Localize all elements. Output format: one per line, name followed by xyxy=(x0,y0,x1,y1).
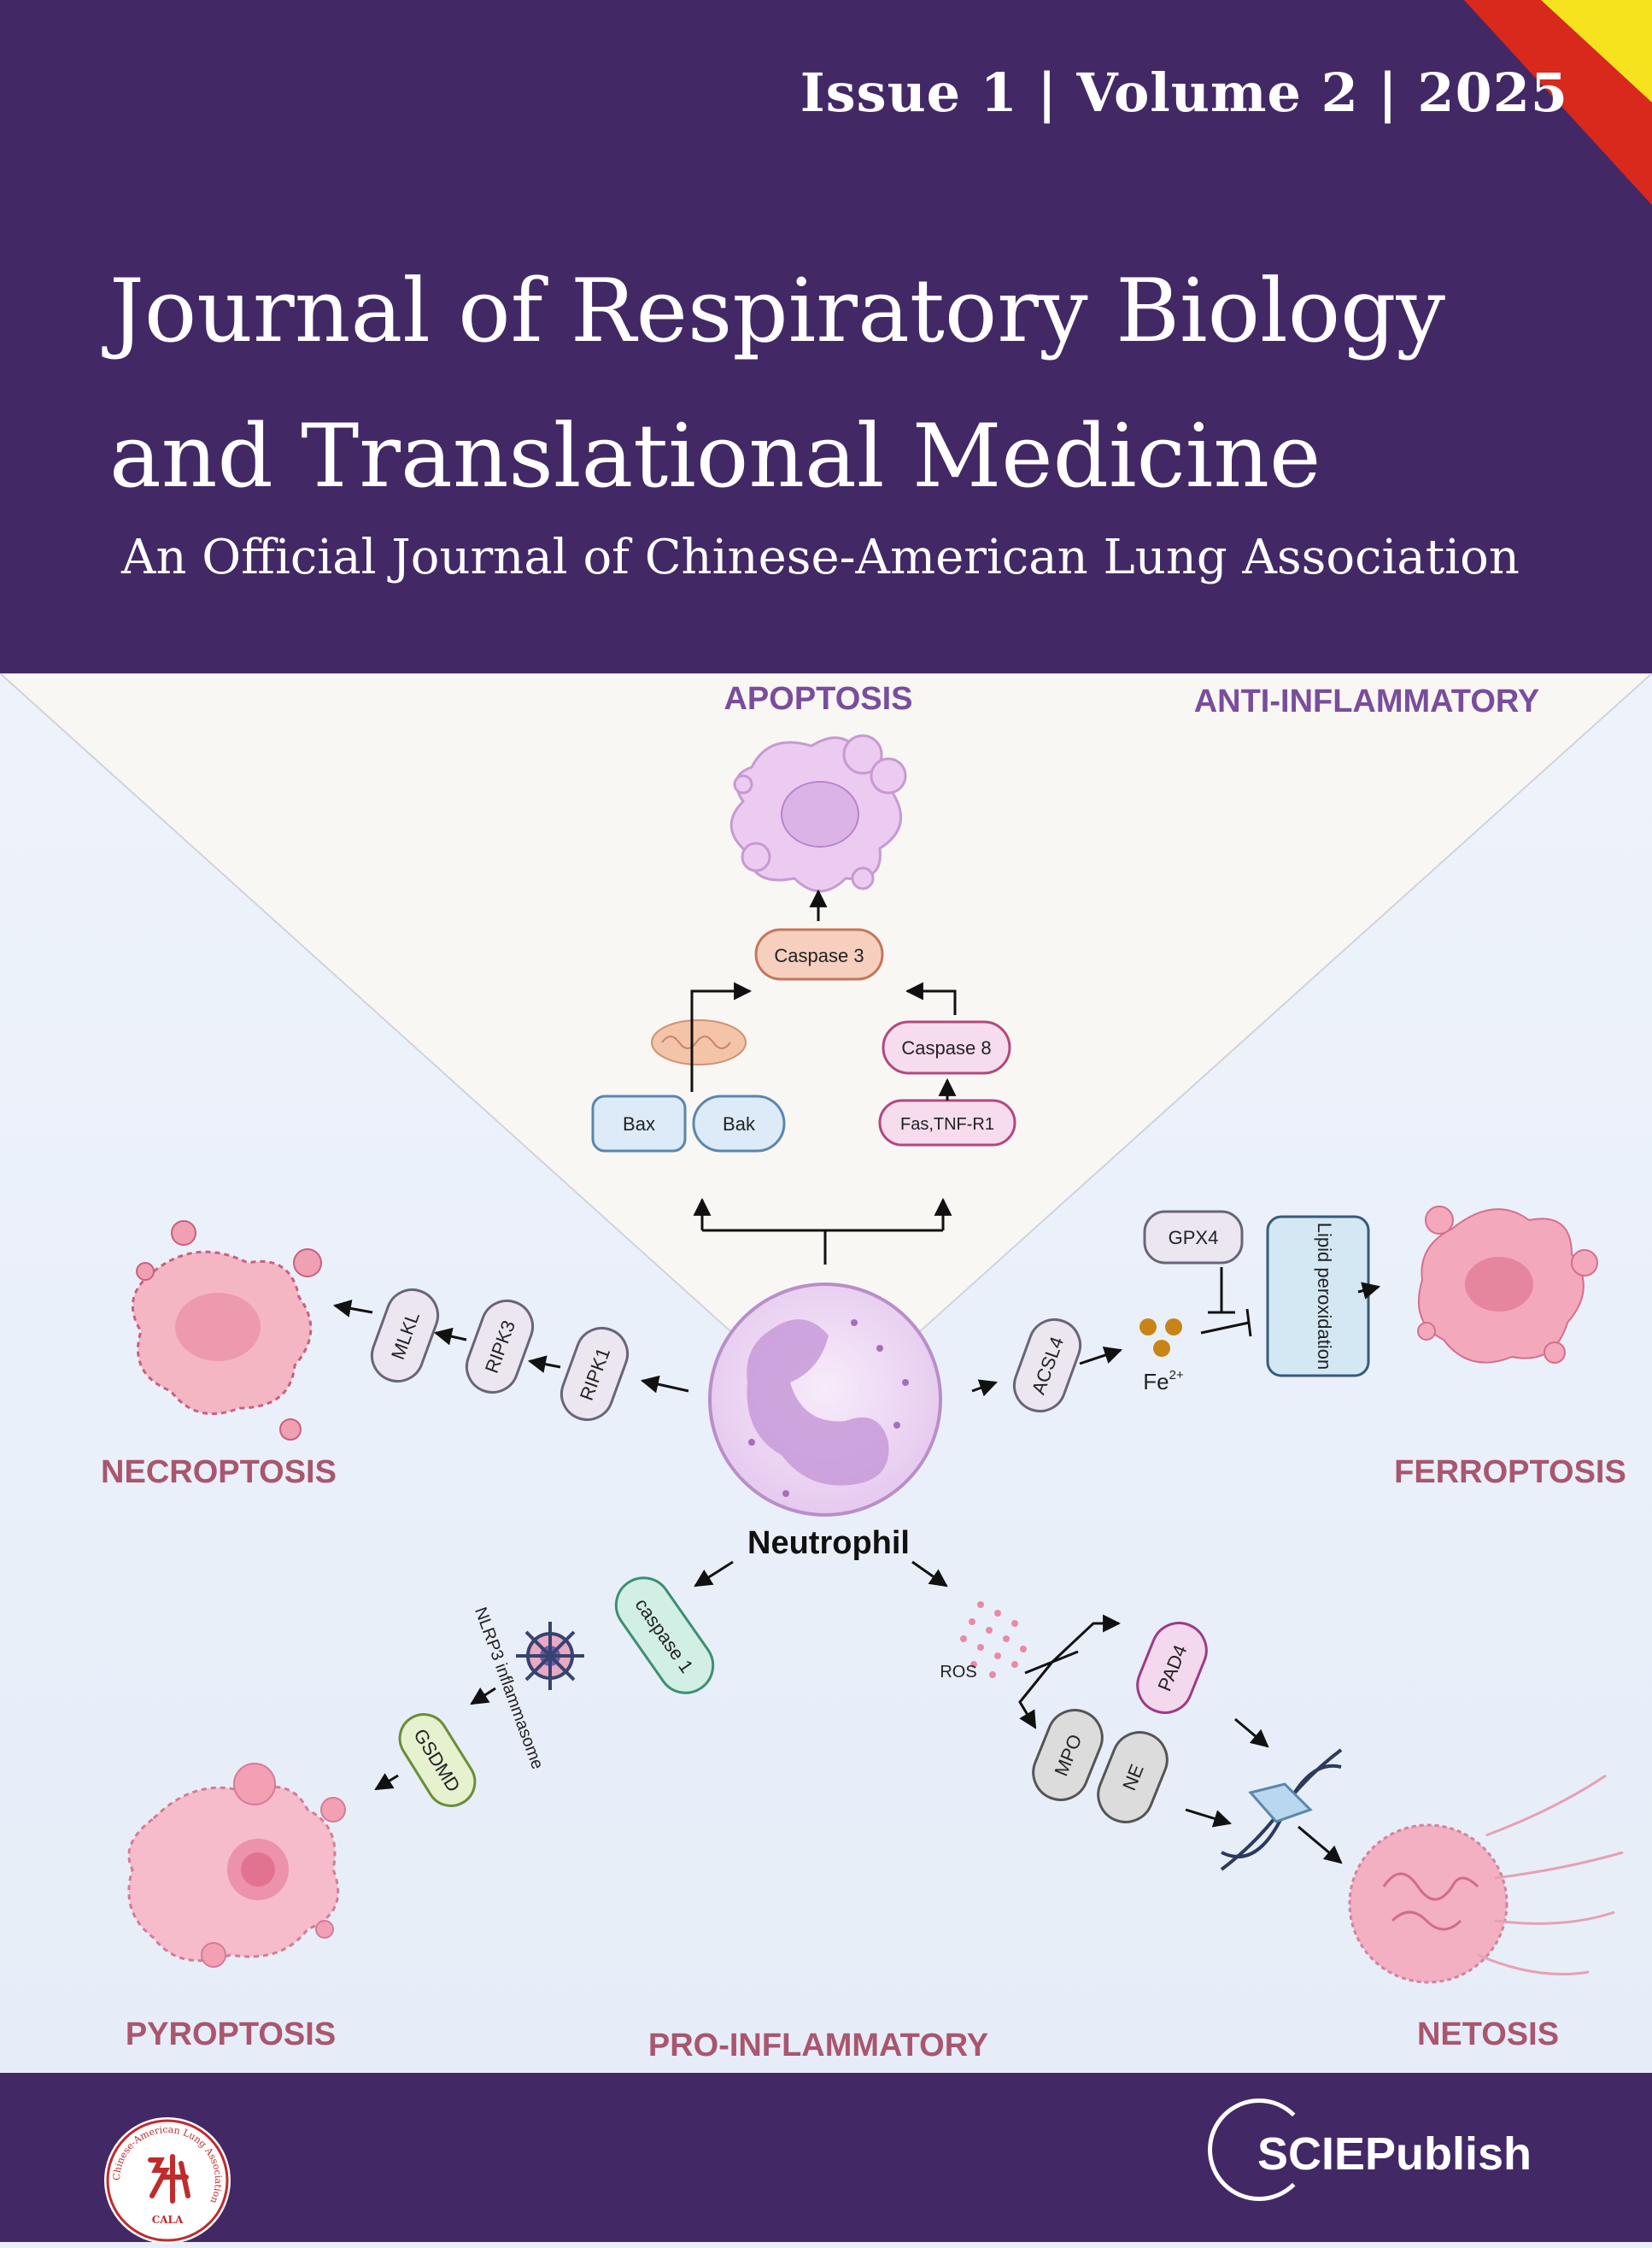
node-gpx4: GPX4 xyxy=(1143,1210,1244,1265)
node-fas-tnfr1: Fas,TNF-R1 xyxy=(878,1099,1016,1147)
neutrophil-label: Neutrophil xyxy=(747,1525,910,1561)
node-mlkl: MLKL xyxy=(370,1288,440,1382)
netotic-cell xyxy=(1348,1774,1624,1984)
label-apoptosis: APOPTOSIS xyxy=(723,681,912,717)
node-mpo: MPO xyxy=(1032,1709,1104,1801)
arrow-mlkl-to-necroptosis xyxy=(332,1300,373,1318)
cover-footer: Chinese-American Lung Association CALA S… xyxy=(0,2073,1652,2244)
node-bak-label: Bak xyxy=(723,1113,756,1135)
cover-header: Issue 1 | Volume 2 | 2025 Journal of Res… xyxy=(0,0,1652,673)
label-pyroptosis: PYROPTOSIS xyxy=(126,2016,336,2052)
node-bax: Bax xyxy=(591,1095,687,1153)
arrow-acsl4-to-iron xyxy=(1079,1347,1122,1365)
arrow-inflammasome-to-gsdmd xyxy=(470,1687,496,1705)
arrow-lipid-to-ferroptosis xyxy=(1357,1282,1381,1300)
iron-label-charge: 2+ xyxy=(1169,1368,1184,1382)
pyroptotic-cell xyxy=(127,1763,346,1968)
journal-subtitle: An Official Journal of Chinese-American … xyxy=(121,530,1520,585)
node-gpx4-label: GPX4 xyxy=(1169,1227,1219,1248)
iron-label: Fe2+ xyxy=(1143,1368,1184,1394)
arrow-neutrophil-to-acsl4 xyxy=(971,1379,998,1397)
apoptotic-cell xyxy=(729,734,907,893)
arrow-neutrophil-to-caspase1 xyxy=(694,1560,734,1588)
arrow-dna-to-netosis xyxy=(1298,1825,1343,1864)
publisher-name: SCIEPublish xyxy=(1257,2128,1532,2180)
cala-logo-graphic: Chinese-American Lung Association CALA xyxy=(106,2119,229,2242)
node-caspase3-label: Caspase 3 xyxy=(774,945,864,966)
node-ne: NE xyxy=(1097,1731,1169,1823)
arrow-ripk3-to-mlkl xyxy=(433,1327,467,1346)
ros-label: ROS xyxy=(940,1663,976,1682)
cala-abbr: CALA xyxy=(152,2214,184,2226)
node-ripk1: RIPK1 xyxy=(559,1327,630,1421)
issue-line: Issue 1 | Volume 2 | 2025 xyxy=(800,62,1568,124)
arrow-pad4-to-dna xyxy=(1234,1717,1269,1748)
journal-title-line-1: Journal of Respiratory Biology xyxy=(109,261,1446,362)
node-caspase3: Caspase 3 xyxy=(754,928,884,981)
journal-title: Journal of Respiratory Biology and Trans… xyxy=(109,239,1445,530)
sciepublish-ring-icon xyxy=(1208,2098,1310,2201)
arrow-ros-to-mpo xyxy=(1018,1661,1054,1729)
label-netosis: NETOSIS xyxy=(1417,2016,1559,2052)
label-anti-inflammatory: ANTI-INFLAMMATORY xyxy=(1194,684,1540,719)
arrow-bax-to-caspase3 xyxy=(690,982,753,1092)
arrow-neutrophil-to-ros xyxy=(911,1560,948,1588)
neutrophil-cell xyxy=(708,1282,942,1517)
node-caspase8-label: Caspase 8 xyxy=(901,1037,991,1059)
iron-label-base: Fe xyxy=(1143,1369,1169,1394)
inhibit-iron-line xyxy=(1200,1321,1250,1335)
mitochondrion-icon xyxy=(651,1019,747,1065)
cala-logo: Chinese-American Lung Association CALA xyxy=(104,2117,231,2244)
necroptotic-cell xyxy=(131,1220,322,1441)
arrow-ros-to-pad4 xyxy=(1051,1614,1122,1664)
cell-death-diagram: APOPTOSIS ANTI-INFLAMMATORY NECROPTOSIS … xyxy=(0,673,1652,2073)
node-lipid-peroxidation-label: Lipid peroxidation xyxy=(1314,1223,1335,1370)
ferroptotic-cell xyxy=(1417,1206,1598,1364)
inhibit-iron-bar xyxy=(1245,1308,1252,1337)
node-caspase8: Caspase 8 xyxy=(882,1020,1011,1075)
corner-flag xyxy=(1464,0,1652,205)
node-pad4: PAD4 xyxy=(1136,1622,1208,1714)
node-ripk3: RIPK3 xyxy=(465,1300,535,1394)
apoptosis-wedge xyxy=(0,673,1652,1418)
iron-ions-icon xyxy=(1139,1318,1182,1357)
node-bak: Bak xyxy=(692,1095,786,1153)
label-ferroptosis: FERROPTOSIS xyxy=(1394,1454,1626,1490)
arrow-neutrophil-to-ripk1 xyxy=(640,1375,689,1394)
node-fas-tnfr1-label: Fas,TNF-R1 xyxy=(900,1115,994,1134)
node-bax-label: Bax xyxy=(623,1113,655,1135)
ros-particles xyxy=(960,1601,1027,1678)
sciepublish-logo: SCIEPublish xyxy=(1208,2098,1567,2201)
arrow-ne-to-dna xyxy=(1185,1808,1233,1828)
dna-icon xyxy=(1220,1748,1343,1871)
node-acsl4: ACSL4 xyxy=(1012,1318,1082,1412)
nlrp3-inflammasome-icon xyxy=(516,1622,584,1690)
arrow-caspase8-to-caspase3 xyxy=(905,982,957,1015)
node-lipid-peroxidation: Lipid peroxidation xyxy=(1266,1215,1370,1377)
journal-title-line-2: and Translational Medicine xyxy=(109,406,1321,508)
arrow-gsdmd-to-pyroptosis xyxy=(374,1773,399,1791)
label-necroptosis: NECROPTOSIS xyxy=(101,1454,337,1490)
label-pro-inflammatory: PRO-INFLAMMATORY xyxy=(648,2028,988,2063)
arrow-ripk1-to-ripk3 xyxy=(527,1355,561,1373)
